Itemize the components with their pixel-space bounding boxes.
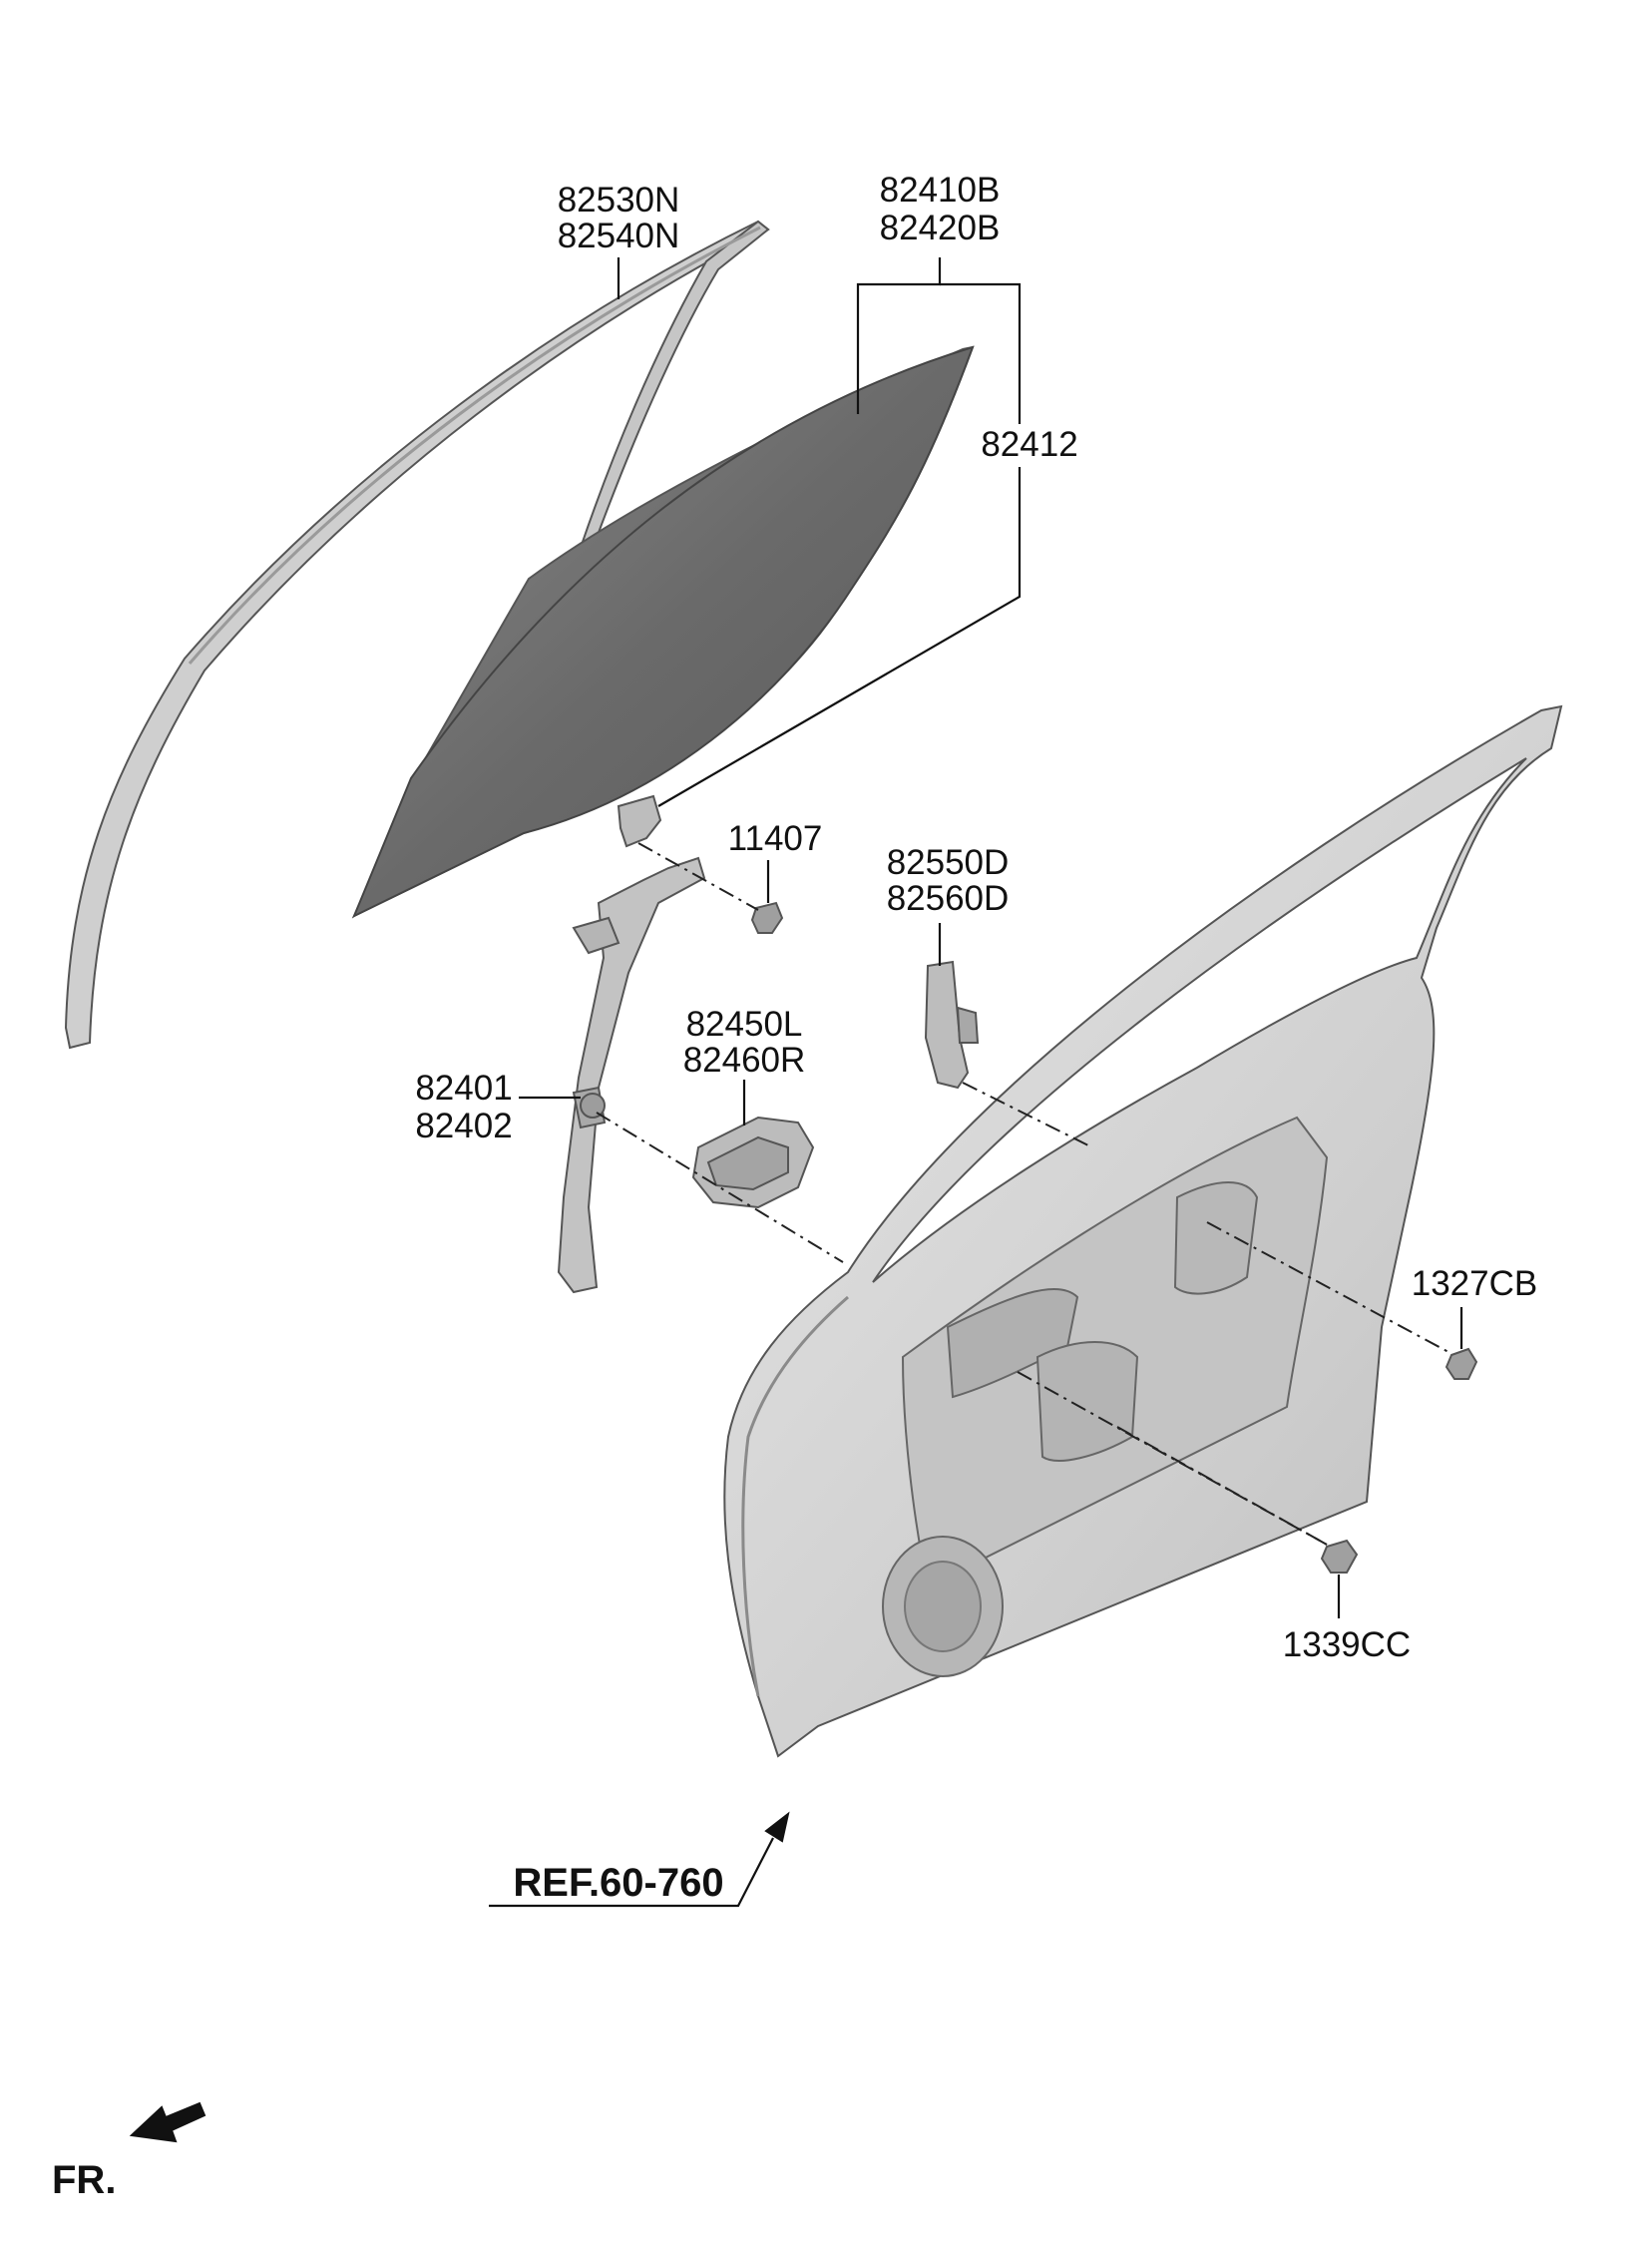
label-82450l: 82450L [686, 1005, 803, 1044]
front-indicator-label: FR. [52, 2158, 116, 2202]
leader-lines [489, 257, 1463, 1908]
door-inner-panel [723, 704, 1563, 1758]
assembly-lines [596, 842, 1449, 1546]
label-82560d: 82560D [887, 879, 1010, 918]
label-82412: 82412 [981, 425, 1077, 464]
label-1339cc: 1339CC [1283, 1625, 1411, 1664]
label-1327cb: 1327CB [1412, 1264, 1537, 1303]
label-82530n: 82530N [558, 181, 680, 220]
label-11407: 11407 [728, 819, 823, 858]
label-82410b: 82410B [880, 171, 1001, 210]
glass-holder [617, 794, 662, 848]
front-arrow-icon [129, 2101, 206, 2143]
regulator-motor [691, 1116, 815, 1209]
label-82540n: 82540N [558, 217, 680, 255]
label-82420b: 82420B [880, 209, 1001, 247]
label-82402: 82402 [415, 1107, 512, 1145]
label-82401: 82401 [415, 1069, 512, 1108]
label-reference: REF.60-760 [513, 1861, 723, 1905]
part-labels: 82530N 82540N 82410B 82420B 82412 11407 … [415, 171, 1537, 1905]
door-glass [351, 345, 975, 919]
nut-1339cc [1320, 1539, 1359, 1574]
rear-channel-guide [924, 960, 980, 1090]
bolt-1327cb [1445, 1347, 1478, 1380]
label-82550d: 82550D [887, 843, 1010, 882]
label-82460r: 82460R [683, 1041, 806, 1080]
bolt-11407 [750, 901, 784, 934]
window-regulator [557, 856, 706, 1294]
front-indicator: FR. [52, 2101, 206, 2202]
